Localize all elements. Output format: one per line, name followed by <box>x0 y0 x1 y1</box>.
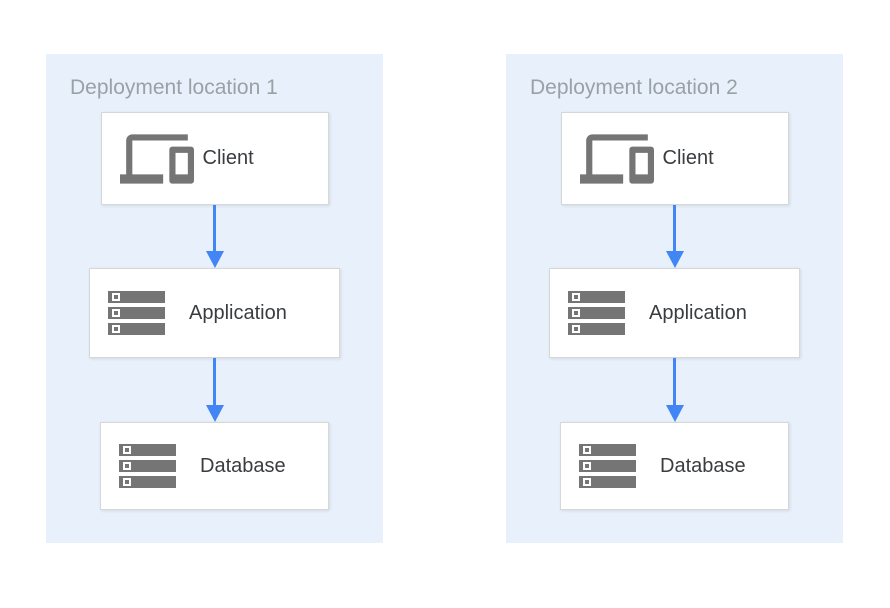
arrow-head <box>205 251 224 268</box>
node-database: Database <box>100 422 329 510</box>
arrow-down-icon <box>205 358 224 422</box>
node-label: Client <box>202 147 254 169</box>
node-client: Client <box>560 112 789 205</box>
arrow-head <box>665 251 684 268</box>
deployment-location-2-container: Deployment location 2 Client <box>506 54 843 543</box>
node-label: Database <box>660 454 746 477</box>
devices-icon <box>579 128 654 190</box>
node-label: Database <box>200 454 286 477</box>
node-application: Application <box>549 268 800 358</box>
node-label: Application <box>189 301 287 324</box>
arrow-shaft <box>213 205 216 251</box>
arrow-shaft <box>673 205 676 251</box>
server-stack-icon <box>119 444 176 488</box>
arrow-down-icon <box>665 205 684 268</box>
arrow-down-icon <box>205 205 224 268</box>
arrow-head <box>665 405 684 422</box>
node-label: Client <box>662 147 714 169</box>
node-client: Client <box>100 112 329 205</box>
arrow-down-icon <box>665 358 684 422</box>
server-stack-icon <box>579 444 636 488</box>
server-stack-icon <box>568 291 625 335</box>
deployment-title: Deployment location 2 <box>530 76 738 99</box>
arrow-shaft <box>213 358 216 405</box>
deployment-location-1-container: Deployment location 1 Client <box>46 54 383 543</box>
arrow-shaft <box>673 358 676 405</box>
node-application: Application <box>89 268 340 358</box>
node-database: Database <box>560 422 789 510</box>
node-label: Application <box>649 301 747 324</box>
arrow-head <box>205 405 224 422</box>
server-stack-icon <box>108 291 165 335</box>
devices-icon <box>119 128 194 190</box>
deployment-title: Deployment location 1 <box>70 76 278 99</box>
